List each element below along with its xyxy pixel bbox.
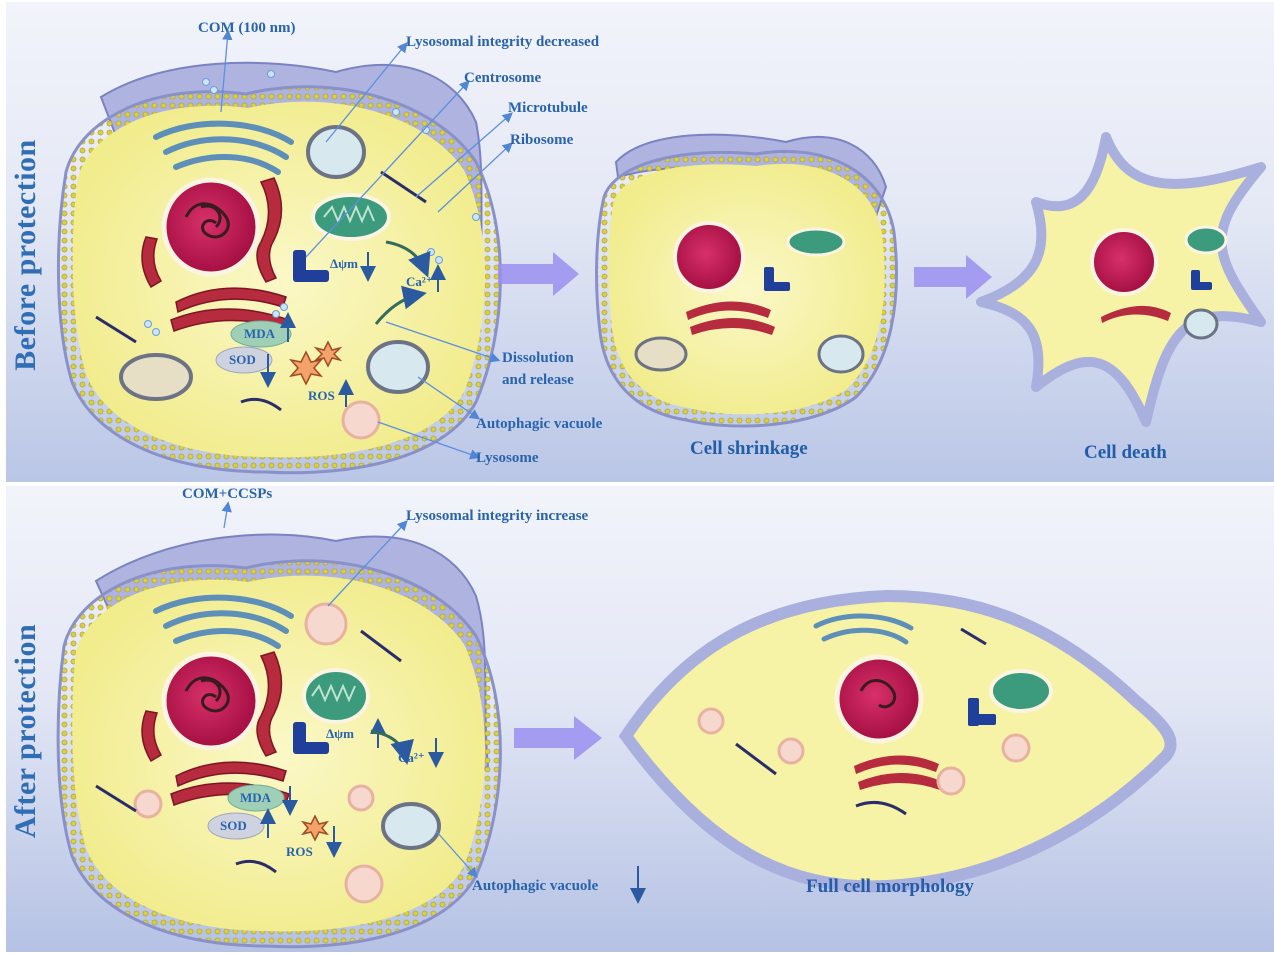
lysosome <box>135 791 161 817</box>
after-protection-panel: After protection COM+CCSPs Lysosomal int… <box>6 486 1274 952</box>
lysosomal-integrity-label: Lysosomal integrity increase <box>406 508 588 525</box>
after-protection-illustration <box>6 486 1274 952</box>
ribosome-label: Ribosome <box>510 132 573 149</box>
mitochondrion <box>304 670 368 722</box>
mda-label: MDA <box>244 326 275 342</box>
mitochondrion <box>1186 227 1226 253</box>
autophagic-vacuole-label: Autophagic vacuole <box>472 878 598 895</box>
ros-label: ROS <box>308 388 335 404</box>
lysosomal-integrity-label: Lysosomal integrity decreased <box>406 34 599 51</box>
calcium-label: Ca²⁺ <box>398 750 425 766</box>
mitochondrion <box>991 671 1051 711</box>
lysosome <box>343 402 379 438</box>
mitochondrion <box>313 195 389 239</box>
calcium-label: Ca²⁺ <box>406 274 433 290</box>
nucleus <box>837 657 921 741</box>
sod-label: SOD <box>220 818 247 834</box>
microtubule-label: Microtubule <box>508 100 588 117</box>
mda-label: MDA <box>240 790 271 806</box>
stage-label-cell-shrinkage: Cell shrinkage <box>690 438 808 460</box>
lysosome <box>346 866 382 902</box>
nucleus <box>1092 230 1156 294</box>
autophagic-vacuole <box>819 336 863 372</box>
autophagic-vacuole <box>1185 310 1217 338</box>
shrunken-cell-cytoplasm <box>608 164 884 414</box>
dissolution-label-line2: and release <box>502 372 574 389</box>
nucleus <box>675 223 743 291</box>
autophagic-vacuole-label: Autophagic vacuole <box>476 416 602 433</box>
lysosome <box>938 768 964 794</box>
dissolution-label-line1: Dissolution <box>502 350 574 367</box>
centrosome-label: Centrosome <box>464 70 541 87</box>
lysosome <box>1003 735 1029 761</box>
mitochondrion <box>788 229 844 255</box>
after-protection-title: After protection <box>9 541 43 921</box>
delta-psi-label: Δψm <box>326 726 354 742</box>
com-label: COM (100 nm) <box>198 20 296 37</box>
lysosome <box>779 739 803 763</box>
stage-arrow <box>498 252 579 296</box>
autophagic-vacuole <box>636 338 686 370</box>
lysosome <box>349 786 373 810</box>
nucleus <box>164 654 258 748</box>
before-protection-panel: Before protection COM (100 nm) Lysosomal… <box>6 2 1274 482</box>
before-protection-title: Before protection <box>9 65 43 445</box>
ros-label: ROS <box>286 844 313 860</box>
com-ccsps-label: COM+CCSPs <box>182 486 272 503</box>
stage-arrow <box>914 255 992 299</box>
leader-com-ccsps <box>224 504 228 528</box>
nucleus <box>164 180 258 274</box>
vacuole <box>308 127 364 177</box>
autophagic-vacuole <box>121 355 191 399</box>
autophagic-vacuole <box>368 342 428 392</box>
lysosome <box>699 709 723 733</box>
lysosome-label: Lysosome <box>476 450 539 467</box>
stage-arrow <box>514 716 602 760</box>
autophagic-vacuole <box>383 804 439 848</box>
delta-psi-label: Δψm <box>330 256 358 272</box>
sod-label: SOD <box>229 352 256 368</box>
stage-label-cell-death: Cell death <box>1084 442 1167 464</box>
before-protection-illustration <box>6 2 1274 482</box>
lysosome <box>306 604 346 644</box>
stage-label-full-cell-morphology: Full cell morphology <box>806 876 974 898</box>
